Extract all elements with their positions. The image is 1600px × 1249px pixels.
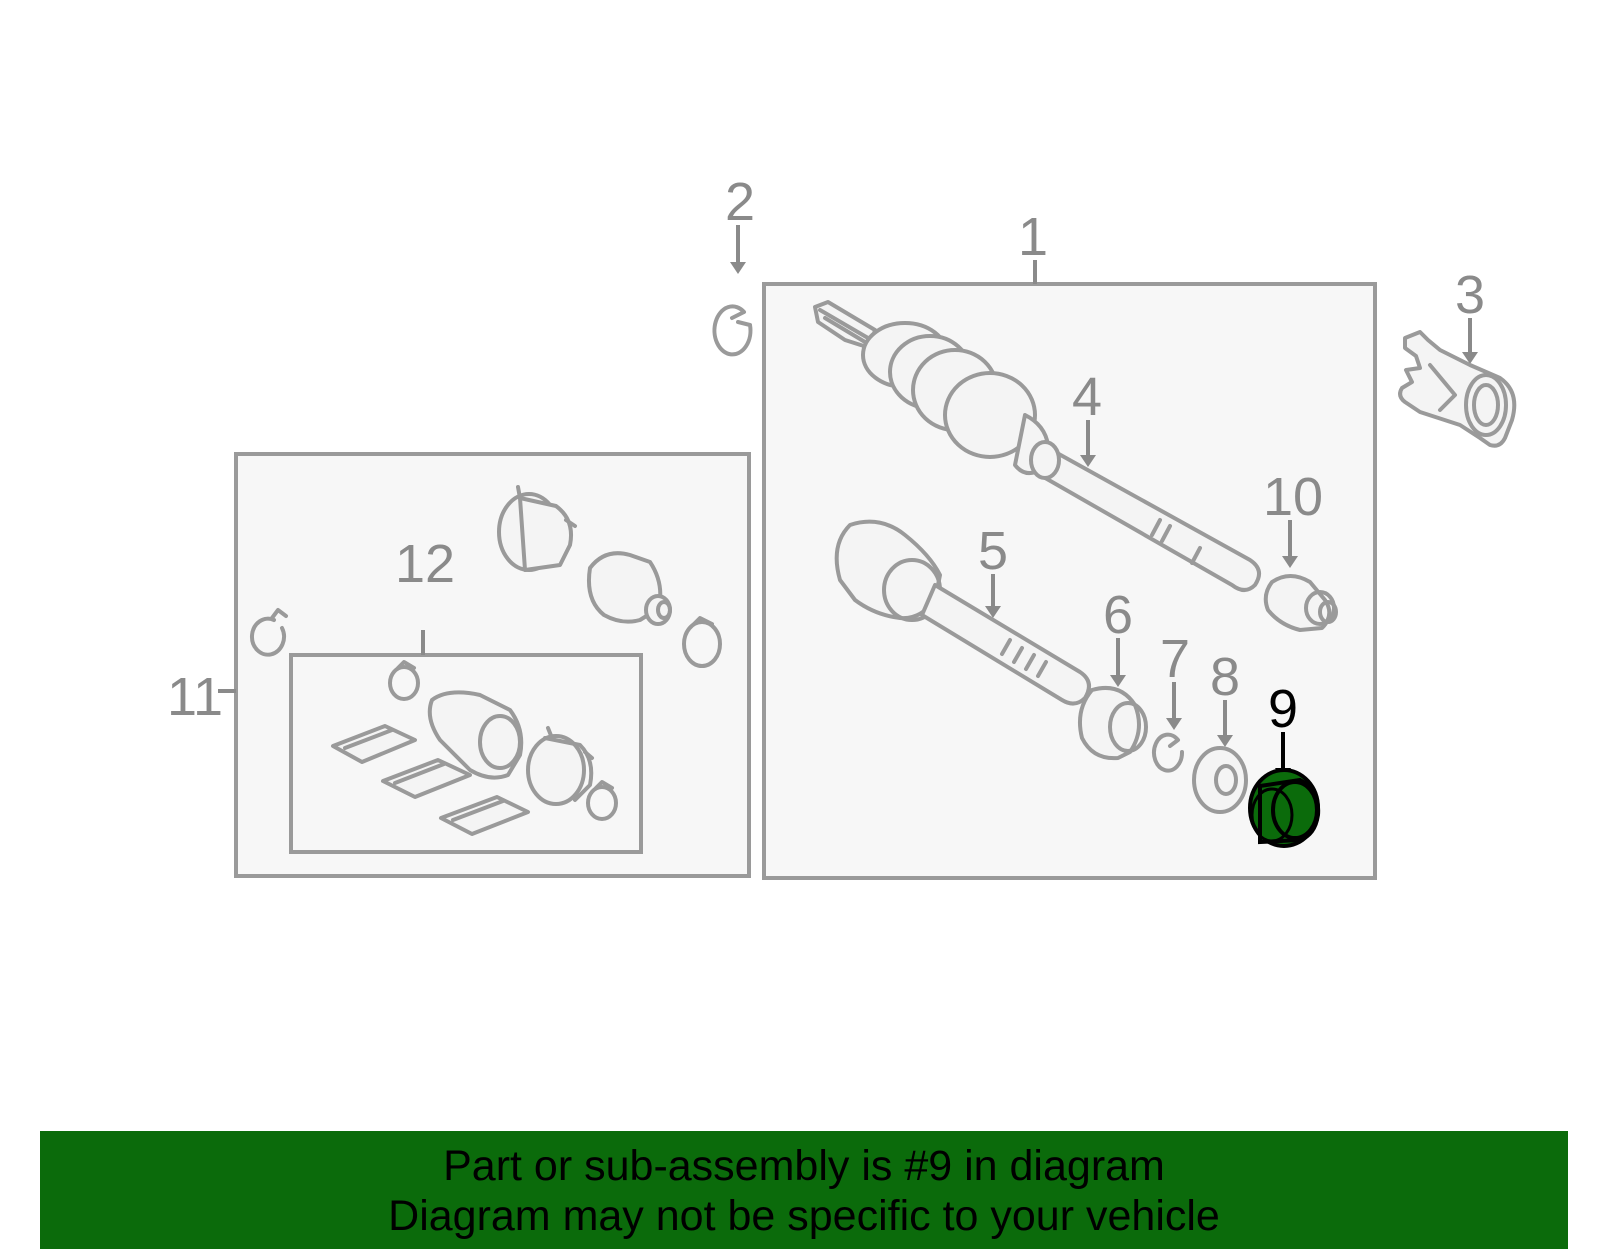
part-5-inner-shaft[interactable] <box>834 519 1091 706</box>
callout-7[interactable]: 7 <box>1160 629 1190 689</box>
part-11-boot-kit[interactable] <box>249 485 722 668</box>
callout-3[interactable]: 3 <box>1455 265 1485 325</box>
part-12-boot-kit[interactable] <box>331 660 618 836</box>
callout-5[interactable]: 5 <box>978 521 1008 581</box>
arrowhead-5 <box>985 606 1001 618</box>
arrowhead-10 <box>1282 556 1298 568</box>
callout-1[interactable]: 1 <box>1018 207 1048 267</box>
part-4-outer-shaft[interactable] <box>813 300 1261 592</box>
banner-line-part-reference: Part or sub-assembly is #9 in diagram <box>443 1142 1165 1190</box>
part-7-snap-ring[interactable] <box>1152 732 1185 773</box>
part-10-dust-cover[interactable] <box>1263 574 1338 632</box>
callout-10[interactable]: 10 <box>1263 467 1323 527</box>
arrowhead-4 <box>1080 455 1096 467</box>
callout-8[interactable]: 8 <box>1210 647 1240 707</box>
part-6-bearing[interactable] <box>1078 685 1148 761</box>
callout-2[interactable]: 2 <box>725 172 755 232</box>
arrowhead-2 <box>730 262 746 274</box>
callout-12[interactable]: 12 <box>395 534 455 594</box>
banner-line-disclaimer: Diagram may not be specific to your vehi… <box>388 1192 1220 1240</box>
callout-9[interactable]: 9 <box>1268 679 1298 739</box>
callout-6[interactable]: 6 <box>1103 585 1133 645</box>
arrowhead-7 <box>1166 718 1182 730</box>
arrowhead-3 <box>1462 352 1478 364</box>
arrowhead-6 <box>1110 675 1126 687</box>
callout-11[interactable]: 11 <box>167 667 223 727</box>
info-banner: Part or sub-assembly is #9 in diagram Di… <box>40 1131 1568 1249</box>
arrowhead-8 <box>1217 735 1233 747</box>
callout-4[interactable]: 4 <box>1072 367 1102 427</box>
part-8-washer[interactable] <box>1192 746 1248 814</box>
part-3-bracket[interactable] <box>1398 330 1517 448</box>
part-2-snap-ring[interactable] <box>712 304 753 357</box>
part-9-seal-highlighted[interactable] <box>1248 768 1321 848</box>
